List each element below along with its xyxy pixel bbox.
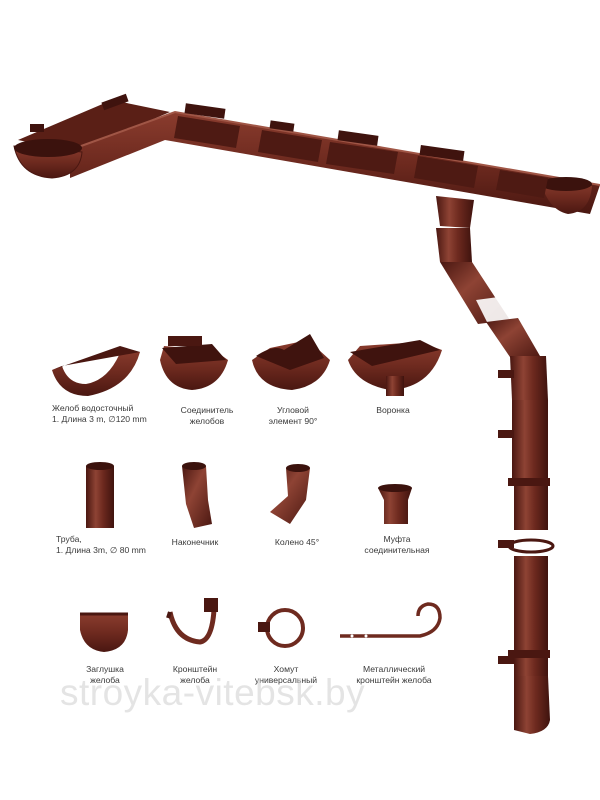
item-gutter [52, 346, 140, 396]
caption-line1: Желоб водосточный [52, 403, 134, 413]
caption-pipe: Труба, 1. Длина 3m, ∅ 80 mm [56, 534, 146, 556]
caption-line1: Колено 45° [274, 537, 320, 547]
gutter-connectors [174, 116, 548, 198]
caption-line1: Угловой [277, 405, 309, 415]
caption-line2: универсальный [254, 675, 318, 685]
caption-line1: Наконечник [171, 537, 219, 547]
caption-gutter-bracket: Кронштейн желоба [160, 664, 230, 686]
caption-line1: Заглушка [86, 664, 124, 674]
caption-line2: кронштейн желоба [356, 675, 432, 685]
caption-gutter-connector: Соединитель желобов [172, 405, 242, 427]
caption-line2: соединительная [364, 545, 430, 555]
caption-universal-clamp: Хомут универсальный [246, 664, 326, 686]
item-metal-bracket [340, 602, 442, 638]
item-pipe [86, 462, 114, 528]
caption-line1: Кронштейн [172, 664, 218, 674]
pipe-clamps [498, 370, 550, 664]
caption-pipe-coupling: Муфта соединительная [352, 534, 442, 556]
caption-line1: Воронка [376, 405, 410, 415]
item-gutter-cap [80, 612, 128, 652]
assembled-gutter-system [13, 93, 600, 734]
caption-metal-bracket: Металлический кронштейн желоба [344, 664, 444, 686]
caption-line2: желобов [189, 416, 225, 426]
caption-pipe-outlet: Наконечник [160, 537, 230, 548]
caption-line1: Муфта [383, 534, 411, 544]
caption-line1: Соединитель [180, 405, 234, 415]
caption-funnel: Воронка [358, 405, 428, 416]
item-funnel [348, 340, 442, 396]
caption-line2: элемент 90° [268, 416, 318, 426]
item-universal-clamp [258, 608, 305, 648]
item-elbow-45 [270, 464, 310, 524]
caption-line2: желоба [180, 675, 210, 685]
item-pipe-coupling [378, 484, 412, 524]
caption-line1: Металлический [362, 664, 426, 674]
item-corner-90 [252, 334, 330, 390]
caption-corner-90: Угловой элемент 90° [258, 405, 328, 427]
caption-elbow-45: Колено 45° [262, 537, 332, 548]
caption-line1: Хомут [273, 664, 299, 674]
caption-line2: желоба [90, 675, 120, 685]
caption-line2: 1. Длина 3m, ∅ 80 mm [56, 545, 146, 555]
caption-gutter: Желоб водосточный 1. Длина 3 m, ∅120 mm [52, 403, 147, 425]
item-gutter-connector [160, 336, 228, 390]
gutter-brackets [30, 93, 465, 162]
caption-line2: 1. Длина 3 m, ∅120 mm [52, 414, 147, 424]
caption-gutter-cap: Заглушка желоба [70, 664, 140, 686]
caption-line1: Труба, [56, 534, 82, 544]
item-gutter-bracket [166, 598, 218, 645]
watermark: stroyka-vitebsk.by [60, 672, 366, 713]
item-pipe-outlet [182, 462, 212, 528]
